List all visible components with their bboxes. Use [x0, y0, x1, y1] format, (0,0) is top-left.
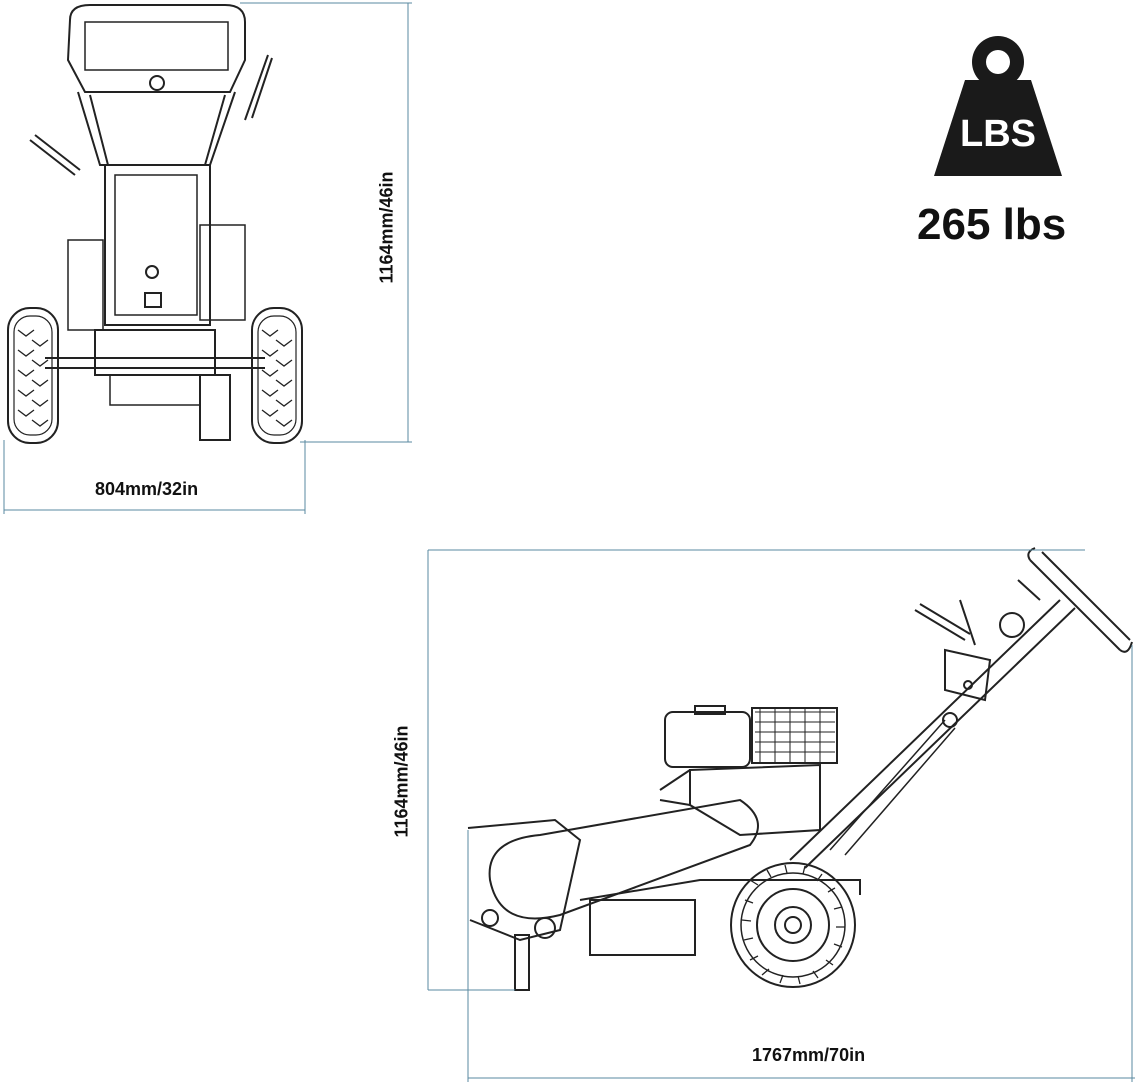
- weight-value: 265 lbs: [917, 200, 1067, 249]
- side-dimension-lines: [427, 549, 1135, 1082]
- front-width-dimension-label: 804mm/32in: [95, 479, 199, 499]
- weight-icon: LBS: [934, 36, 1062, 176]
- weight-icon-label: LBS: [960, 113, 1036, 155]
- stump-grinder-side-view-drawing: [467, 547, 1133, 991]
- front-height-dimension-label: 1164mm/46in: [376, 171, 397, 284]
- front-dimension-lines: [3, 2, 412, 514]
- side-height-dimension-label: 1164mm/46in: [391, 725, 412, 838]
- side-length-dimension-label: 1767mm/70in: [752, 1045, 866, 1065]
- handle-bar: [66, 4, 246, 93]
